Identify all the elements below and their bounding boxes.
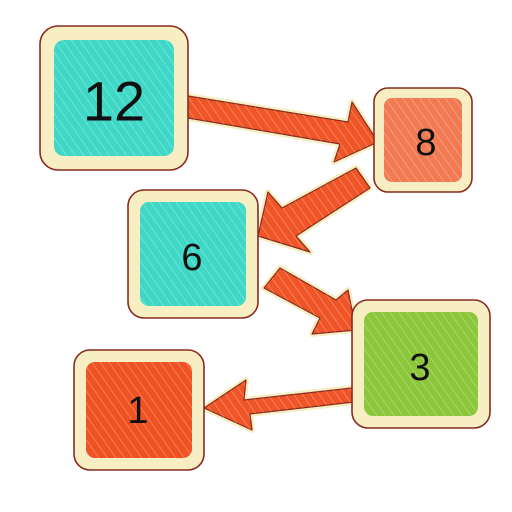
node-1: 1	[73, 349, 205, 471]
node-12: 12	[39, 25, 189, 171]
arrow-3-to-1	[201, 377, 357, 433]
node-6-label: 6	[181, 237, 202, 279]
node-3: 3	[351, 299, 491, 429]
node-3-label: 3	[409, 347, 430, 389]
node-1-label: 1	[127, 390, 148, 432]
arrow-8-to-6	[255, 165, 373, 255]
arrow-12-to-8	[185, 93, 381, 165]
node-6: 6	[127, 189, 259, 319]
node-12-label: 12	[83, 70, 145, 133]
arrow-6-to-3	[261, 265, 359, 337]
node-8: 8	[373, 87, 473, 193]
node-8-label: 8	[415, 122, 436, 164]
